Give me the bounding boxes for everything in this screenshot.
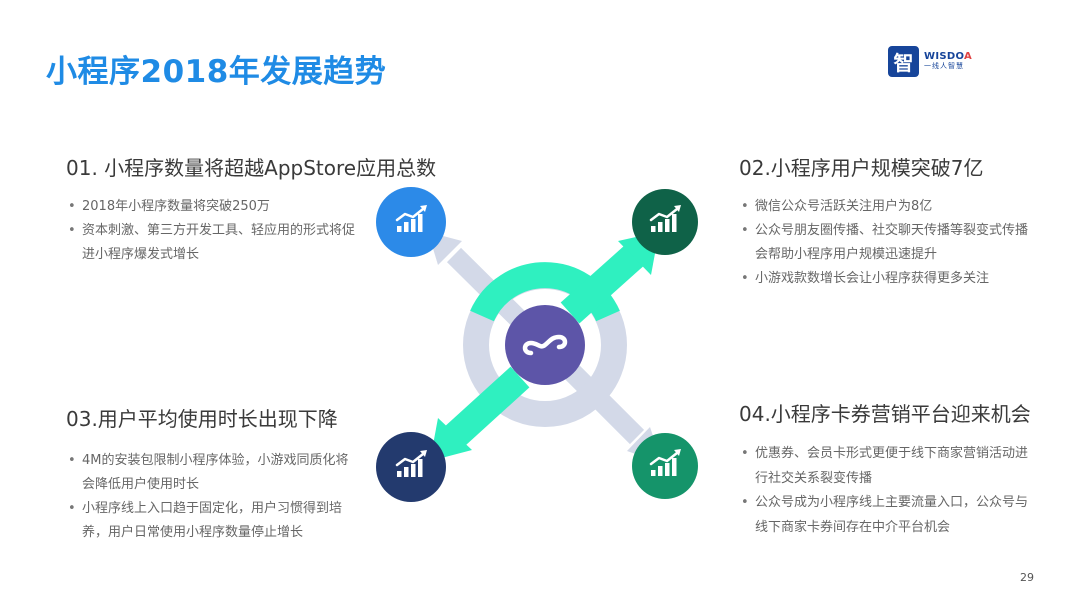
trend-diagram [376, 187, 698, 502]
bullet-item: 小程序线上入口趋于固定化，用户习惯得到培养，用户日常使用小程序数量停止增长 [66, 497, 356, 545]
trend-section-1: 01. 小程序数量将超越AppStore应用总数 2018年小程序数量将突破25… [66, 152, 437, 267]
bullet-list: 优惠券、会员卡形式更便于线下商家营销活动进行社交关系裂变传播 公众号成为小程序线… [739, 442, 1031, 540]
logo-chinese: 一线人智慧 [924, 61, 964, 70]
section-2-chart-icon [632, 189, 698, 255]
section-1-chart-icon [376, 187, 446, 257]
wisdom-logo: 智 WISDOA 一线人智慧 [888, 44, 972, 78]
arrow-to-section-3 [430, 366, 530, 461]
mini-program-logo-icon [522, 334, 568, 356]
bullet-item: 公众号成为小程序线上主要流量入口，公众号与线下商家卡券间存在中介平台机会 [739, 491, 1031, 540]
section-3-chart-icon [376, 432, 446, 502]
section-heading: 04.小程序卡券营销平台迎来机会 [739, 402, 1031, 426]
trend-section-3: 03.用户平均使用时长出现下降 4M的安装包限制小程序体验，小游戏同质化将会降低… [66, 403, 406, 545]
logo-english: WISDOA [924, 51, 973, 63]
bullet-item: 小游戏款数增长会让小程序获得更多关注 [739, 267, 1039, 291]
section-heading: 02.小程序用户规模突破7亿 [739, 156, 984, 180]
logo-mark: 智 [888, 45, 919, 77]
trend-section-2: 02.小程序用户规模突破7亿 微信公众号活跃关注用户为8亿 公众号朋友圈传播、社… [739, 152, 1059, 291]
bullet-item: 资本刺激、第三方开发工具、轻应用的形式将促进小程序爆发式增长 [66, 219, 356, 267]
bullet-item: 微信公众号活跃关注用户为8亿 [739, 195, 1039, 219]
bullet-item: 公众号朋友圈传播、社交聊天传播等裂变式传播会帮助小程序用户规模迅速提升 [739, 219, 1039, 267]
section-4-chart-icon [632, 433, 698, 499]
bullet-item: 4M的安装包限制小程序体验，小游戏同质化将会降低用户使用时长 [66, 449, 356, 497]
bullet-item: 2018年小程序数量将突破250万 [66, 195, 356, 219]
bullet-list: 2018年小程序数量将突破250万 资本刺激、第三方开发工具、轻应用的形式将促进… [66, 195, 356, 267]
logo-text: WISDOA 一线人智慧 [924, 51, 973, 70]
section-heading: 01. 小程序数量将超越AppStore应用总数 [66, 156, 437, 180]
section-heading: 03.用户平均使用时长出现下降 [66, 407, 338, 431]
trend-section-4: 04.小程序卡券营销平台迎来机会 优惠券、会员卡形式更便于线下商家营销活动进行社… [739, 398, 1059, 540]
page-number: 29 [1020, 571, 1034, 584]
bullet-list: 微信公众号活跃关注用户为8亿 公众号朋友圈传播、社交聊天传播等裂变式传播会帮助小… [739, 195, 1039, 291]
bullet-item: 优惠券、会员卡形式更便于线下商家营销活动进行社交关系裂变传播 [739, 442, 1031, 491]
bullet-list: 4M的安装包限制小程序体验，小游戏同质化将会降低用户使用时长 小程序线上入口趋于… [66, 449, 356, 545]
page-title: 小程序2018年发展趋势 [46, 54, 387, 90]
